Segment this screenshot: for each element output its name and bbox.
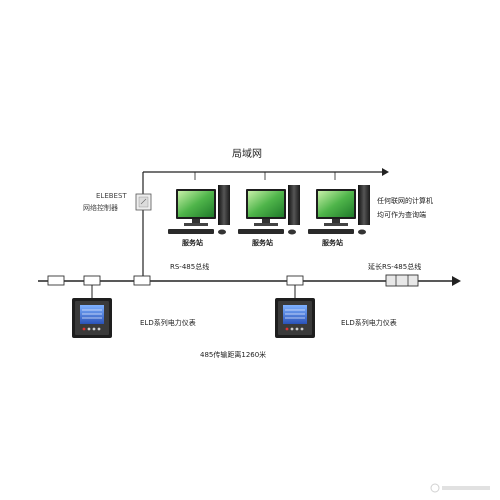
note-line-2: 均可作为查询端 bbox=[377, 211, 426, 219]
bus-extension-coupler bbox=[385, 274, 419, 287]
meter-1-label: ELD系列电力仪表 bbox=[140, 319, 196, 327]
power-meter-1 bbox=[72, 298, 112, 338]
network-controller bbox=[135, 193, 152, 211]
bus-label: RS-485总线 bbox=[170, 263, 210, 271]
watermark-logo bbox=[430, 483, 490, 493]
bus-extension-label: 延长RS-485总线 bbox=[368, 263, 422, 271]
lan-label: 局域网 bbox=[232, 149, 262, 160]
bus-arrow-head bbox=[452, 276, 461, 286]
workstation-1 bbox=[168, 172, 230, 235]
distance-label: 485传输距离1260米 bbox=[200, 351, 267, 359]
lan-arrow-head bbox=[382, 168, 389, 176]
note-line-1: 任何联网的计算机 bbox=[377, 197, 433, 205]
power-meter-2 bbox=[275, 298, 315, 338]
bus-connector-4 bbox=[286, 275, 304, 286]
bus-connector-2 bbox=[83, 275, 101, 286]
bus-connector-3 bbox=[133, 275, 151, 286]
workstation-2-label: 服务站 bbox=[252, 239, 273, 247]
workstation-1-label: 服务站 bbox=[182, 239, 203, 247]
workstation-2 bbox=[238, 172, 300, 235]
controller-name: ELEBEST bbox=[96, 192, 127, 200]
controller-subtitle: 网络控制器 bbox=[83, 204, 118, 212]
workstation-3-label: 服务站 bbox=[322, 239, 343, 247]
meter-2-label: ELD系列电力仪表 bbox=[341, 319, 397, 327]
bus-connector-1 bbox=[47, 275, 65, 286]
workstation-3 bbox=[308, 172, 370, 235]
